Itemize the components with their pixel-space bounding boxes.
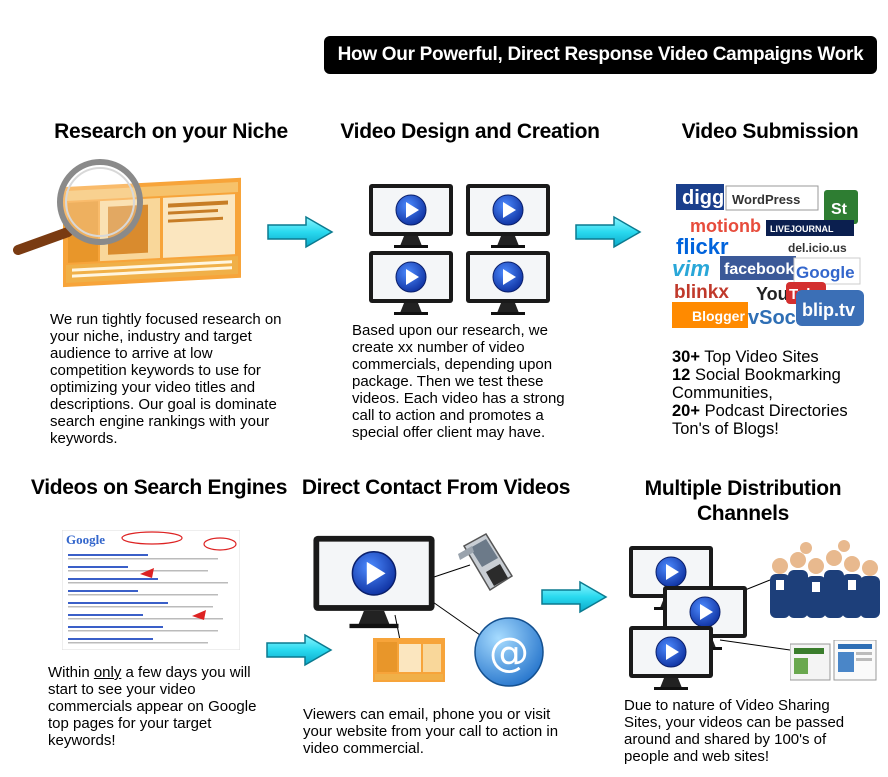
submission-stats: 30+ Top Video Sites 12 Social Bookmarkin… [672, 348, 882, 438]
svg-text:@: @ [489, 630, 529, 676]
websites-collage [789, 639, 878, 682]
distribution-title-line1: Multiple Distribution [644, 477, 842, 500]
research-illustration [8, 150, 298, 300]
logo-delicious: del.icio.us [788, 241, 847, 255]
arrow-search-to-contact [265, 633, 333, 667]
logo-motionbox: motionb [690, 216, 761, 236]
step-desc-design: Based upon our research, we create xx nu… [352, 322, 565, 441]
stat-line: 12 Social Bookmarking [672, 366, 841, 384]
logo-digg: digg [682, 187, 724, 209]
video-monitor [628, 625, 714, 691]
people-group-photo [766, 540, 882, 620]
arrow-research-to-design [266, 215, 334, 249]
stat-line: Communities, [672, 384, 773, 402]
step-title-contact: Direct Contact From Videos [301, 476, 571, 499]
video-sites-logo-collage: digg WordPress St motionb flickr LIVEJOU… [668, 178, 868, 338]
svg-text:Google: Google [66, 532, 105, 547]
step-title-research: Research on your Niche [54, 120, 288, 143]
email-at-icon: @ [473, 616, 545, 688]
logo-blinkx: blinkx [674, 282, 729, 303]
stat-line: Ton's of Blogs! [672, 420, 779, 438]
logo-blogger: Blogger [692, 308, 745, 324]
stat-line: 30+ Top Video Sites [672, 348, 819, 366]
logo-facebook: facebook [724, 261, 794, 278]
step-desc-research: We run tightly focused research on your … [50, 311, 282, 447]
step-title-distribution: Multiple Distribution Channels [630, 476, 856, 526]
logo-flickr: flickr [676, 234, 729, 259]
step-title-search: Videos on Search Engines [30, 476, 288, 499]
mobile-phone-icon [456, 526, 520, 598]
svg-text:St: St [831, 201, 848, 218]
search-results-screenshot: Google [61, 529, 241, 651]
video-monitor [368, 250, 454, 316]
search-desc-post: a few days you will start to see your vi… [48, 664, 257, 749]
step-title-submission: Video Submission [681, 120, 859, 143]
video-monitor [368, 183, 454, 249]
step-desc-distribution: Due to nature of Video Sharing Sites, yo… [624, 697, 845, 765]
logo-youtube-you: You [756, 284, 789, 304]
arrow-design-to-submission [574, 215, 642, 249]
step-title-design: Video Design and Creation [340, 120, 600, 143]
video-monitor [465, 250, 551, 316]
stat-line: 20+ Podcast Directories [672, 402, 848, 420]
website-thumbnail [373, 638, 445, 682]
logo-livejournal: LIVEJOURNAL [770, 224, 834, 234]
logo-vimeo: vim [672, 256, 710, 281]
search-desc-emphasis: only [93, 664, 122, 681]
logo-wordpress: WordPress [732, 192, 800, 207]
distribution-title-line2: Channels [696, 502, 790, 525]
step-desc-search: Within only a few days you will start to… [48, 664, 260, 749]
video-monitor [465, 183, 551, 249]
logo-google: Google [796, 263, 855, 282]
logo-bliptv: blip.tv [802, 300, 855, 320]
arrow-contact-to-distribution [540, 580, 608, 614]
search-desc-pre: Within [48, 664, 94, 681]
step-desc-contact: Viewers can email, phone you or visit yo… [303, 706, 559, 757]
contact-video-monitor [312, 534, 436, 630]
banner-title: How Our Powerful, Direct Response Video … [324, 36, 877, 74]
